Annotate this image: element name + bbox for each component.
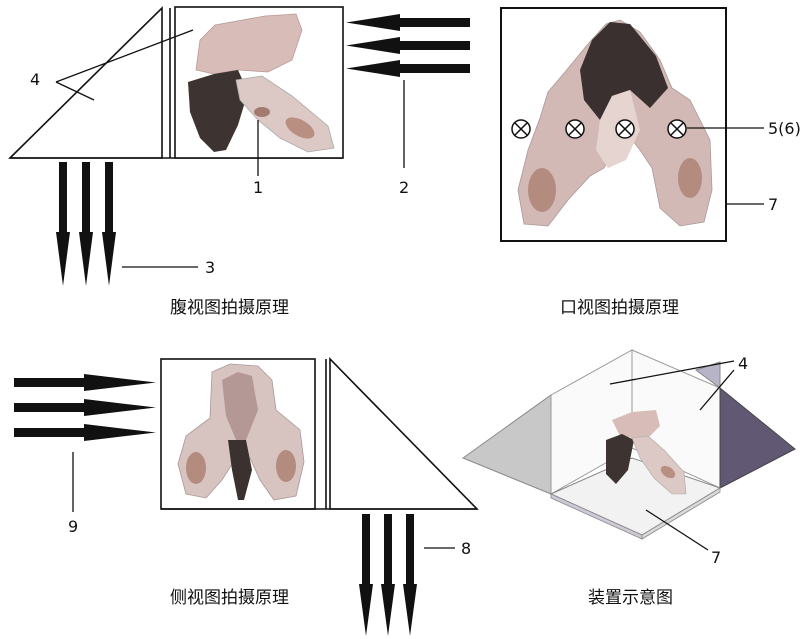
device-left-mirror (463, 395, 551, 494)
lateral-mirror-triangle (330, 359, 477, 509)
caption-device: 装置示意图 (588, 588, 673, 608)
label-7-top: 7 (768, 195, 778, 214)
label-4-bottom: 4 (738, 354, 748, 373)
label-9: 9 (68, 517, 78, 536)
lateral-down-arrows (359, 514, 417, 636)
ventral-view-panel: 4 1 3 2 腹视图拍摄原理 (10, 7, 470, 318)
label-3: 3 (205, 258, 215, 277)
label-7-bottom: 7 (711, 548, 721, 567)
label-2: 2 (399, 178, 409, 197)
lateral-view-panel: 9 8 侧视图拍摄原理 (14, 359, 477, 636)
ventral-down-arrows (56, 162, 116, 286)
caption-ventral: 腹视图拍摄原理 (170, 298, 289, 318)
label-1: 1 (253, 178, 263, 197)
lateral-right-arrows (14, 374, 156, 441)
label-8: 8 (461, 539, 471, 558)
ventral-left-arrows (346, 14, 470, 77)
oral-view-panel: 5(6) 7 口视图拍摄原理 (501, 8, 801, 318)
device-right-mirror (720, 388, 795, 488)
device-schematic-panel: 4 7 装置示意图 (463, 350, 795, 608)
caption-oral: 口视图拍摄原理 (560, 298, 679, 318)
label-4-top: 4 (30, 70, 40, 89)
caption-lateral: 侧视图拍摄原理 (170, 588, 289, 608)
label-5-6: 5(6) (768, 119, 801, 138)
